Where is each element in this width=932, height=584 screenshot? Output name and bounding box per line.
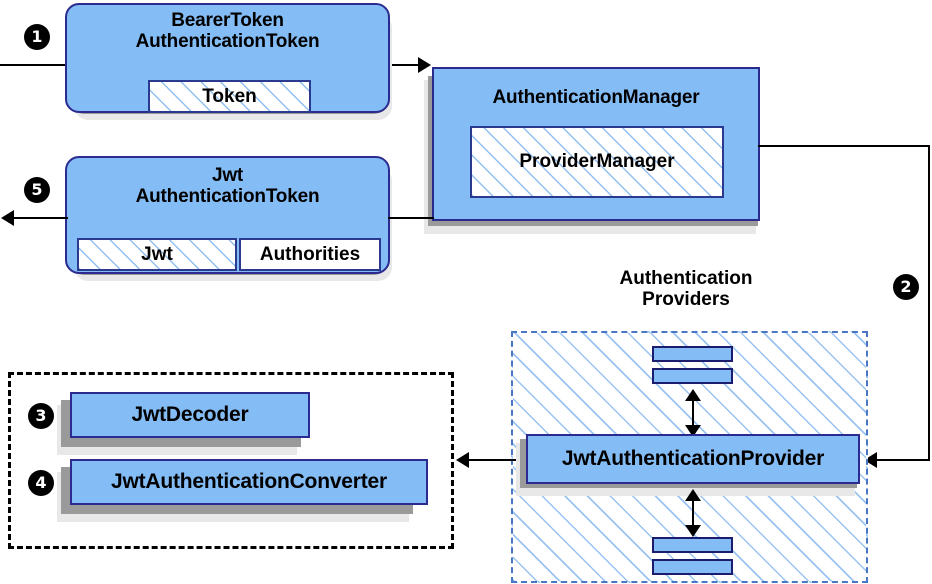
step-marker-5-label: 5 — [31, 180, 43, 199]
step-marker-1-label: 1 — [31, 27, 43, 46]
node-jwt-authentication-converter[interactable]: JwtAuthenticationConverter — [70, 459, 428, 505]
incoming-request-line — [0, 64, 68, 66]
jwt-token-inner-jwt-label: Jwt — [141, 243, 173, 265]
step-marker-5: 5 — [24, 177, 50, 203]
bearer-to-manager-arrowhead — [418, 57, 431, 73]
manager-to-provider-line — [876, 459, 930, 461]
step-marker-3-label: 3 — [35, 406, 47, 425]
manager-down-line — [928, 145, 930, 461]
jwt-token-inner-authorities-label: Authorities — [259, 243, 361, 265]
manager-out-line — [758, 145, 930, 147]
node-jwt-authentication-provider[interactable]: JwtAuthenticationProvider — [526, 434, 860, 484]
provider-manager-label: ProviderManager — [519, 151, 675, 172]
provider-bottom-connector-line — [692, 492, 694, 532]
step-marker-2-label: 2 — [900, 277, 912, 296]
step-marker-4: 4 — [28, 470, 54, 496]
jwt-decoder-title: JwtDecoder — [131, 403, 249, 427]
authentication-providers-label: Authentication Providers — [619, 268, 753, 311]
provider-placeholder-bar-top-1 — [652, 346, 733, 362]
jwt-authentication-provider-title: JwtAuthenticationProvider — [561, 447, 825, 471]
step-marker-4-label: 4 — [35, 473, 47, 492]
outgoing-response-line — [13, 217, 68, 219]
bearer-token-inner-token-label: Token — [202, 85, 257, 107]
jwt-token-title: Jwt AuthenticationToken — [135, 165, 320, 208]
bearer-token-inner-token-panel: Token — [148, 80, 311, 113]
authentication-manager-title: AuthenticationManager — [492, 87, 700, 108]
node-authentication-manager[interactable]: AuthenticationManager ProviderManager — [432, 67, 760, 221]
jwt-token-inner-authorities-panel: Authorities — [239, 238, 381, 271]
jwt-support-container — [8, 372, 454, 549]
step-marker-1: 1 — [24, 24, 50, 50]
authentication-manager-inner-provider-manager-panel: ProviderManager — [470, 126, 724, 198]
bearer-to-manager-line — [388, 64, 426, 66]
provider-top-connector-line — [692, 392, 694, 432]
provider-placeholder-bar-bottom-2 — [652, 559, 733, 575]
jwt-token-inner-jwt-panel: Jwt — [77, 238, 237, 271]
node-jwt-authentication-token[interactable]: Jwt AuthenticationToken Jwt Authorities — [65, 156, 390, 274]
jwt-authentication-converter-title: JwtAuthenticationConverter — [111, 470, 387, 494]
step-marker-3: 3 — [28, 403, 54, 429]
provider-top-connector-arrow-up — [685, 389, 701, 401]
bearer-token-title: BearerToken AuthenticationToken — [135, 10, 320, 53]
step-marker-2: 2 — [893, 274, 919, 300]
provider-to-support-line — [468, 459, 516, 461]
outgoing-response-arrowhead — [1, 210, 14, 226]
provider-to-support-arrowhead — [456, 452, 469, 468]
provider-bottom-connector-arrow-up — [685, 489, 701, 501]
node-bearer-token-authentication-token[interactable]: BearerToken AuthenticationToken Token — [65, 3, 390, 113]
manager-to-jwt-token-line — [388, 217, 434, 219]
provider-bottom-connector-arrow-down — [685, 525, 701, 537]
provider-placeholder-bar-bottom-1 — [652, 537, 733, 553]
provider-placeholder-bar-top-2 — [652, 368, 733, 384]
node-jwt-decoder[interactable]: JwtDecoder — [70, 392, 310, 438]
